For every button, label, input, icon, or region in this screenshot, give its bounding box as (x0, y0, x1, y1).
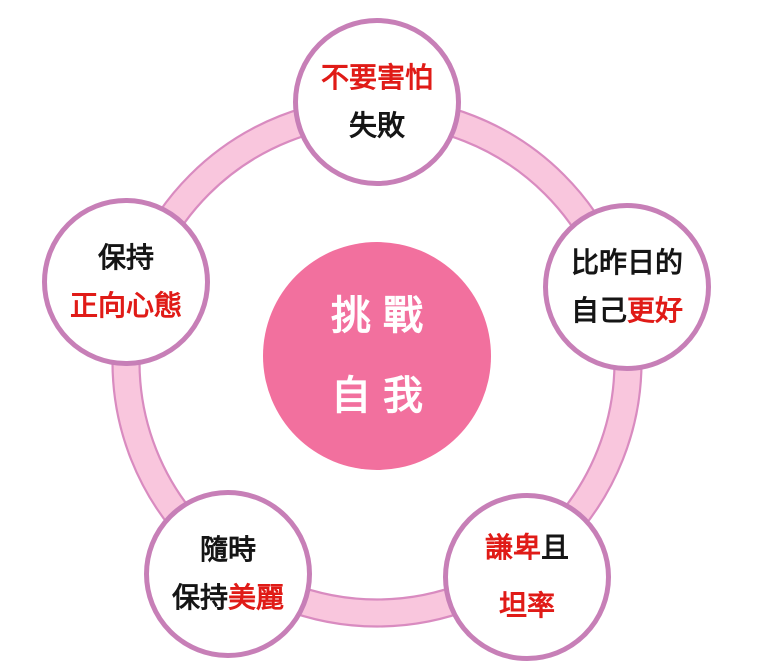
node-top: 不要害怕 失敗 (293, 18, 461, 186)
node-bottom-left-text-black-2: 保持 (171, 582, 228, 613)
node-top-text-black: 失敗 (348, 110, 405, 141)
node-left-text-black: 保持 (97, 242, 154, 273)
node-bottom-right-line-1: 謙卑且 (485, 532, 569, 564)
node-top-line-2: 失敗 (349, 110, 405, 142)
node-right-line-1: 比昨日的 (571, 247, 683, 279)
node-bottom-right-text-red-2: 坦率 (498, 590, 555, 621)
node-bottom-right-line-2: 坦率 (499, 590, 555, 622)
node-right-text-black-1: 比昨日的 (570, 247, 683, 278)
node-right-text-black-2: 自己 (570, 295, 627, 326)
node-left-text-red: 正向心態 (69, 290, 182, 321)
node-left-line-2: 正向心態 (70, 290, 182, 322)
node-bottom-left-line-1: 隨時 (200, 534, 256, 566)
node-top-line-1: 不要害怕 (321, 62, 433, 94)
node-bottom-left: 隨時 保持美麗 (144, 490, 312, 658)
node-bottom-left-text-black-1: 隨時 (199, 534, 256, 565)
center-node: 挑戰 自我 (263, 242, 491, 470)
node-bottom-right-text-black: 且 (541, 532, 570, 563)
center-line-1: 挑戰 (331, 294, 435, 338)
node-bottom-right: 謙卑且 坦率 (443, 493, 611, 661)
node-bottom-right-text-red-1: 謙卑 (484, 532, 541, 563)
node-left-line-1: 保持 (98, 242, 154, 274)
node-left: 保持 正向心態 (42, 198, 210, 366)
node-right-line-2: 自己更好 (571, 295, 683, 327)
node-bottom-left-line-2: 保持美麗 (172, 582, 284, 614)
center-line-2: 自我 (331, 374, 435, 418)
node-right: 比昨日的 自己更好 (543, 203, 711, 371)
node-bottom-left-text-red: 美麗 (228, 582, 285, 613)
node-top-text-red: 不要害怕 (320, 62, 433, 93)
node-right-text-red: 更好 (627, 295, 684, 326)
